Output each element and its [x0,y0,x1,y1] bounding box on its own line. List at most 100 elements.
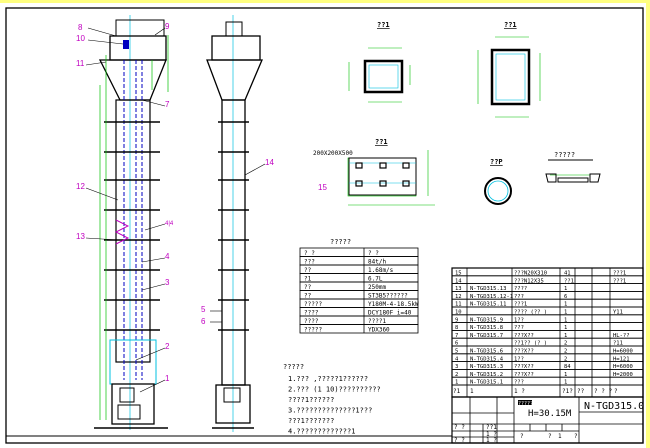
section-b-title: ??1 [504,21,517,29]
parts-header-cell: ?1? [562,388,573,395]
part-remark: H=2000 [613,372,633,378]
part-name: ??? [514,294,524,300]
part-remark: HL-?? [613,333,630,339]
tb-cell-4: 1 ? [486,431,497,438]
parameter-value: 250mm [368,284,386,291]
parameter-value: DCY180F i=40 [368,310,412,317]
part-number: 13 [455,286,462,292]
part-remark: ???1 [613,278,626,284]
callout-5: 5 [201,305,206,314]
part-number: 7 [455,333,458,339]
part-name: ???X?? [514,364,534,370]
parameter-name: ?1 [304,276,312,283]
part-name: ???1 [514,302,527,308]
parameter-name: ??? [304,259,315,266]
parts-header-cell: ? [614,388,618,395]
part-name: ???X?? [514,372,534,378]
callout-11: 11 [76,59,85,68]
note-line: 4.?????????????1 [288,428,355,436]
part-name: 1?? [514,356,524,362]
parts-header-cell: ?? [577,388,585,395]
part-code: N-TGD315.7 [470,333,503,339]
parameter-value: ? ? [368,250,379,257]
model-height: H=30.15M [528,409,572,419]
part-quantity: 1 [564,286,567,292]
callout-1: 1 [165,374,170,383]
part-quantity: 1 [564,317,567,323]
part-code: N-TGD315.1 [470,380,503,386]
note-line: 1.??? ,?????1?????? [288,375,368,383]
parameter-name: ?? [304,267,312,274]
section-d-title: ??P [490,158,503,166]
callout-4: 4 [165,252,170,261]
part-number: 3 [455,364,458,370]
part-code: N-TGD315.2 [470,372,503,378]
parameter-name: ?? [304,284,312,291]
part-number: 9 [455,317,458,323]
parameter-row [299,324,419,334]
callout-3: 3 [165,278,170,287]
part-code: N-TGD315.12-1 [470,294,513,300]
part-number: 10 [455,310,462,316]
part-code: N-TGD315.4 [470,356,504,362]
part-code: N-TGD315.13 [470,286,506,292]
part-quantity: 1 [564,325,567,331]
part-quantity: 2 [564,356,567,362]
part-quantity: ??1 [564,278,574,284]
parameter-value: 6.7L [368,276,383,283]
part-name: ???? [514,286,527,292]
part-number: 8 [455,325,458,331]
tb-cell-8: 1 [558,433,562,440]
callout-10: 10 [76,34,85,43]
callout-15: 15 [318,183,327,192]
tb-cell-9: ? [574,433,578,440]
part-number: 6 [455,341,458,347]
part-code: N-TGD315.3 [470,364,503,370]
drawing-border [5,7,644,444]
tb-cell-7: ? [548,433,552,440]
part-name: ???? (?? ) [514,310,547,316]
tb-cell-6: ? [520,433,524,440]
parts-header-cell: 1 [470,388,474,395]
part-number: 14 [455,278,462,284]
parameter-value: YDX360 [368,327,390,334]
section-views [347,36,601,206]
part-code: N-TGD315.9 [470,317,503,323]
parameter-name: ???? [304,318,319,325]
section-c-title: ??1 [375,138,388,146]
part-number: 15 [455,271,462,277]
tb-cell-2: ? ? [454,437,465,444]
elevator-front-view [94,15,169,437]
technical-notes: ????? 1.??? ,?????1??????2.??? (1 10)???… [283,363,381,436]
callout-4-4: 4|4 [165,221,174,227]
part-number: 5 [455,349,458,355]
note-line: 2.??? (1 10)?????????? [288,386,381,394]
part-number: 2 [455,372,458,378]
part-name: ??? [514,325,524,331]
callout-14: 14 [265,158,274,167]
parts-header-cell: ?1 [453,388,461,395]
tb-cell-1: ? ? [454,424,465,431]
drawing-number: N-TGD315.0 [584,401,644,412]
part-number: 12 [455,294,462,300]
part-number: 4 [455,356,459,362]
parameter-value: 84t/h [368,259,386,266]
part-remark: H=6000 [613,364,633,370]
callout-6: 6 [201,317,206,326]
part-remark: Y11 [613,310,623,316]
callout-leaders [85,27,266,393]
part-name: ???X?? [514,349,534,355]
part-name: 1?? [514,317,524,323]
part-name: ???N20X310 [514,271,547,277]
part-quantity: 1 [564,372,567,378]
note-line: ???1??????? [288,417,334,425]
callout-2: 2 [165,342,170,351]
parameter-value: ST3B5?????? [368,293,408,300]
section-e-title: ????? [554,151,575,159]
parameter-name: ?? [304,293,312,300]
section-a-title: ??1 [377,21,390,29]
part-number: 1 [455,380,458,386]
parameter-name: ? ? [304,250,315,257]
callout-9: 9 [165,22,170,31]
part-quantity: 84 [564,364,571,370]
